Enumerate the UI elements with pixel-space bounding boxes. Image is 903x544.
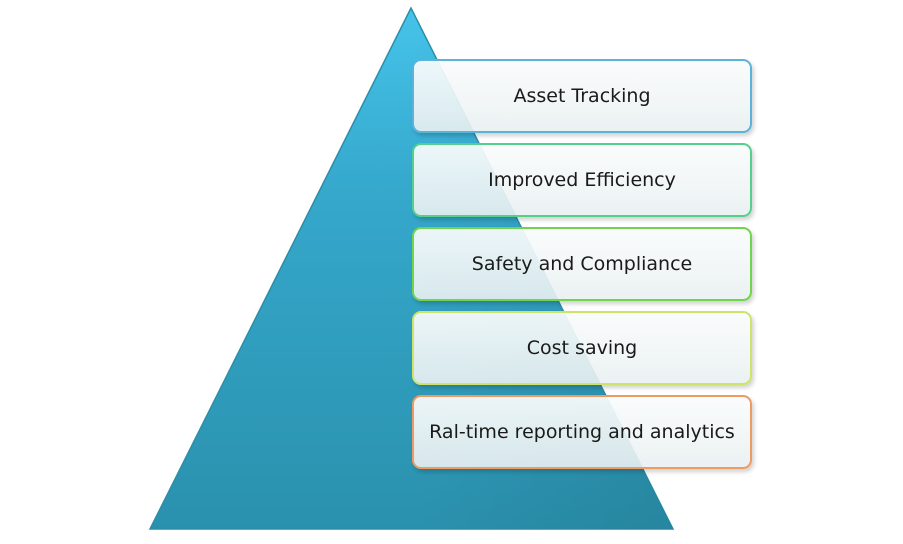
tier-safety-compliance: Safety and Compliance bbox=[412, 227, 752, 301]
tier-label: Safety and Compliance bbox=[471, 253, 693, 275]
tier-label: Asset Tracking bbox=[513, 85, 651, 107]
tier-realtime-reporting: Ral-time reporting and analytics bbox=[412, 395, 752, 469]
tier-improved-efficiency: Improved Efficiency bbox=[412, 143, 752, 217]
tier-label: Improved Efficiency bbox=[488, 169, 676, 191]
tier-label: Ral-time reporting and analytics bbox=[429, 421, 735, 443]
tier-cost-saving: Cost saving bbox=[412, 311, 752, 385]
tier-asset-tracking: Asset Tracking bbox=[412, 59, 752, 133]
tier-label: Cost saving bbox=[526, 337, 638, 359]
